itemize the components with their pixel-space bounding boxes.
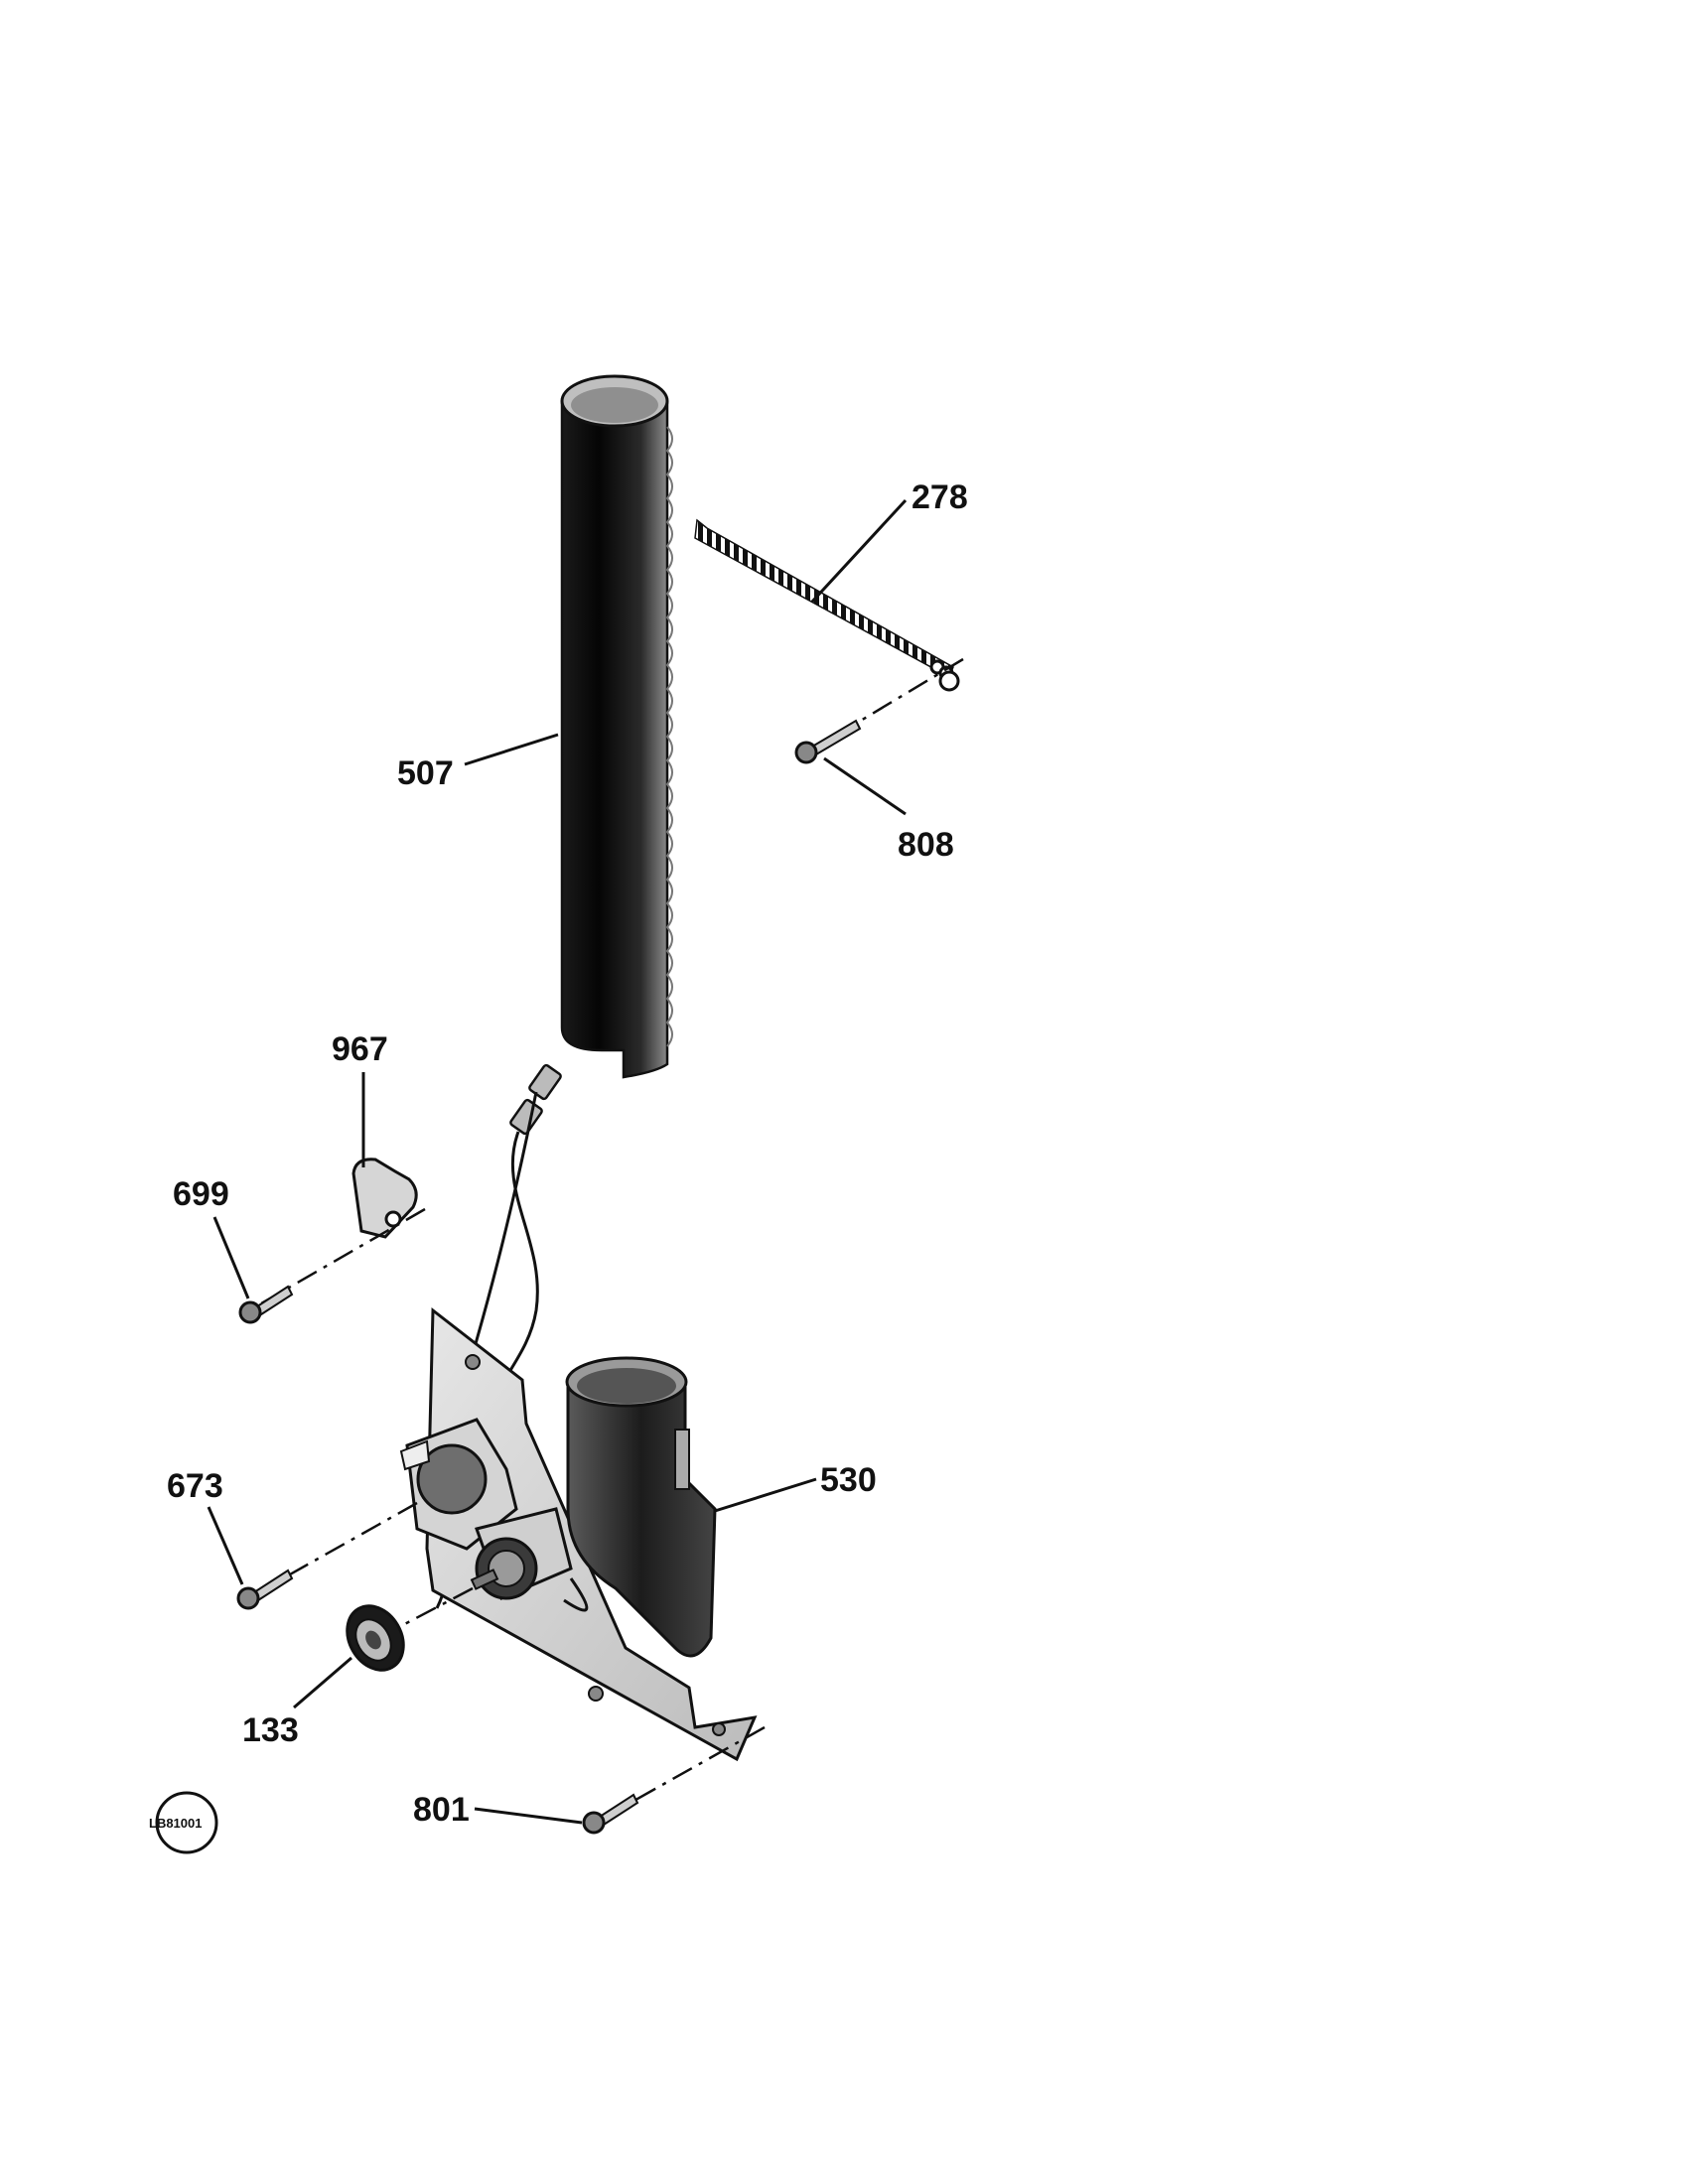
wheel-133 — [346, 1604, 405, 1672]
stamp-text: LB81001 — [149, 1816, 202, 1831]
screw-808 — [794, 719, 862, 764]
blower-motor — [399, 1418, 589, 1612]
leader-801 — [474, 1807, 583, 1825]
callout-699: 699 — [173, 1175, 229, 1213]
leader-808 — [823, 756, 907, 816]
callout-278: 278 — [912, 478, 968, 516]
screw-673 — [236, 1569, 294, 1610]
leader-699 — [212, 1216, 250, 1299]
cable-tie-278 — [694, 518, 960, 692]
leader-133 — [293, 1656, 352, 1709]
screw-699 — [238, 1285, 294, 1324]
vent-hose-507 — [560, 374, 673, 1079]
callout-530: 530 — [820, 1461, 877, 1499]
blower-housing-530 — [565, 1356, 717, 1658]
callout-507: 507 — [397, 754, 454, 792]
leader-507 — [464, 733, 559, 766]
clamp-967 — [351, 1158, 418, 1239]
callout-133: 133 — [242, 1711, 299, 1749]
callout-673: 673 — [167, 1467, 223, 1505]
leader-530 — [714, 1477, 817, 1513]
blower-mounting-plate — [425, 1306, 758, 1762]
callout-808: 808 — [898, 826, 954, 864]
leader-673 — [207, 1506, 244, 1585]
reference-stamp: LB81001 — [149, 1791, 218, 1854]
screw-801 — [582, 1793, 639, 1835]
callout-801: 801 — [413, 1791, 470, 1829]
callout-967: 967 — [332, 1030, 388, 1068]
leader-278 — [810, 498, 908, 604]
